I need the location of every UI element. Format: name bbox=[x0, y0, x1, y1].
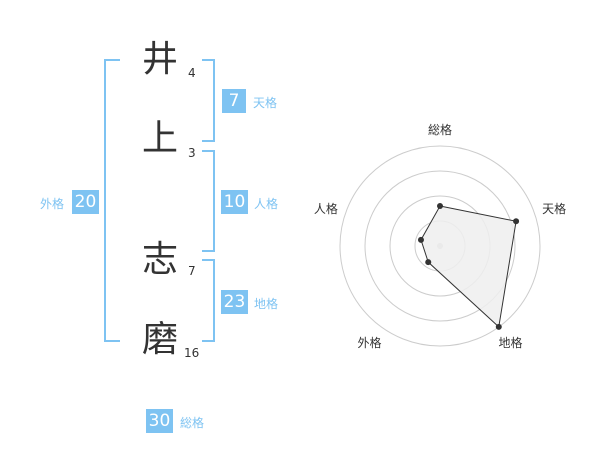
radar-axis-label-3: 地格 bbox=[499, 335, 523, 350]
gaikaku-bracket bbox=[104, 59, 120, 342]
stroke-count-3: 7 bbox=[188, 264, 196, 278]
name-char-1: 井 bbox=[142, 39, 179, 80]
chikaku-value: 23 bbox=[221, 290, 248, 314]
radar-axis-label-4: 外格 bbox=[357, 335, 381, 350]
soukaku-label: 総格 bbox=[180, 416, 205, 430]
stroke-count-2: 3 bbox=[188, 146, 196, 160]
radar-point-5 bbox=[417, 236, 424, 243]
gaikaku-label: 外格 bbox=[40, 197, 65, 211]
name-char-3: 志 bbox=[142, 239, 179, 280]
radar-ring bbox=[364, 170, 516, 322]
radar-axis-label-5: 人格 bbox=[314, 201, 338, 216]
radar-point-1 bbox=[437, 203, 443, 209]
radar-point-3 bbox=[495, 323, 502, 330]
radar-point-2 bbox=[513, 218, 520, 225]
jinkaku-value: 10 bbox=[221, 190, 248, 214]
gaikaku-value: 20 bbox=[72, 190, 99, 214]
name-char-4: 磨 bbox=[142, 319, 179, 360]
stroke-count-4: 16 bbox=[184, 346, 200, 360]
radar-axis-label-2: 天格 bbox=[542, 201, 566, 216]
chikaku-label: 地格 bbox=[254, 297, 279, 311]
tenkaku-label: 天格 bbox=[253, 96, 278, 110]
radar-ring bbox=[339, 145, 541, 347]
chikaku-bracket bbox=[202, 259, 215, 342]
radar-point-4 bbox=[425, 259, 432, 266]
tenkaku-bracket bbox=[202, 59, 215, 142]
radar-axis-label-1: 総格 bbox=[428, 122, 452, 137]
name-char-2: 上 bbox=[142, 118, 179, 159]
radar-polygon bbox=[420, 205, 517, 328]
jinkaku-bracket bbox=[202, 150, 215, 252]
jinkaku-label: 人格 bbox=[254, 197, 279, 211]
soukaku-value: 30 bbox=[146, 409, 173, 433]
stroke-count-1: 4 bbox=[188, 66, 196, 80]
tenkaku-value: 7 bbox=[222, 89, 246, 113]
